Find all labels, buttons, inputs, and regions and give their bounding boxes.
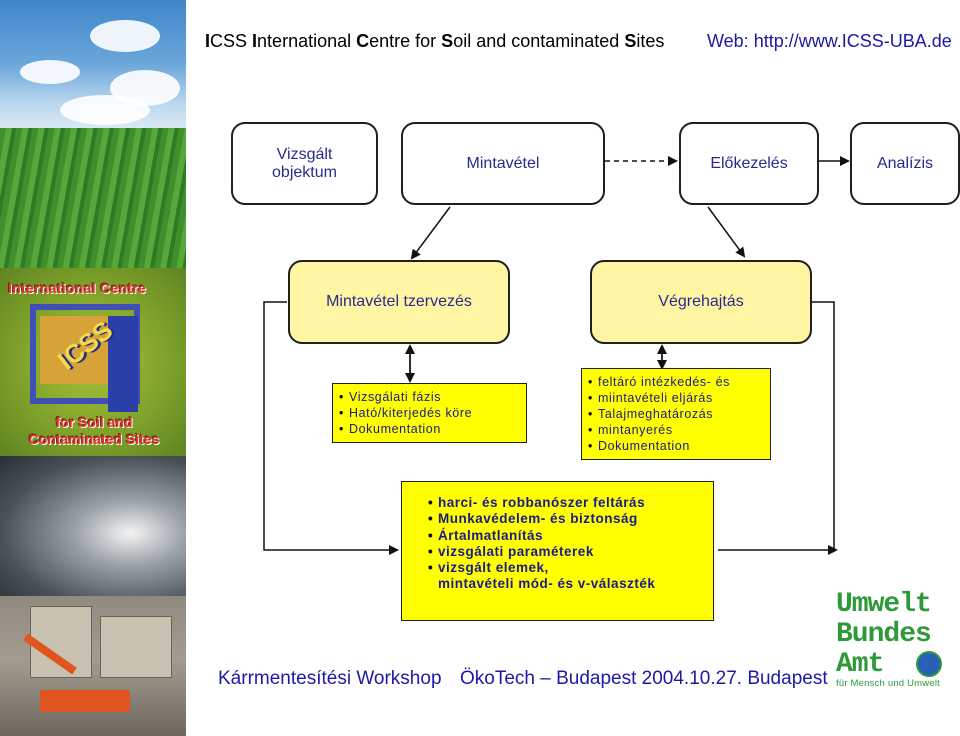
list-item: mintavételi mód- és v-választék — [438, 576, 656, 592]
phase-list: Vizsgálati fázisHató/kiterjedés köreDoku… — [337, 389, 522, 437]
logo-bottom-line1: for Soil and — [55, 414, 133, 430]
header-title-initial: S — [441, 31, 454, 51]
list-item: Talajmeghatározás — [586, 406, 766, 422]
list-item: Ható/kiterjedés köre — [337, 405, 522, 421]
logo-bottom-text: for Soil and Contaminated Sites — [4, 414, 184, 448]
footer-workshop: Kárrmentesítési Workshop — [218, 668, 442, 689]
execution-list: feltáró intézkedés- ésmiintavételi eljár… — [586, 374, 766, 454]
bottom-list: harci- és robbanószer feltárásMunkavédel… — [426, 495, 703, 593]
box-execution: Végrehajtás — [590, 260, 812, 344]
uba-logo: Umwelt Bundes Amt für Mensch und Umwelt — [836, 589, 954, 690]
box-object: Vizsgált objektum — [231, 122, 378, 205]
list-item: harci- és robbanószer feltárás — [426, 495, 703, 512]
header-title-text: entre for — [369, 31, 442, 51]
logo-bottom-line2: Contaminated Sites — [28, 431, 160, 447]
header-title-initial: C — [356, 31, 370, 51]
arrow-to-planning — [410, 206, 451, 260]
list-item: vizsgálati paraméterek — [426, 544, 703, 561]
header-title-initial: I — [205, 31, 211, 51]
left-image-strip — [0, 0, 186, 736]
uba-subtitle: für Mensch und Umwelt — [836, 678, 940, 689]
uba-line-2: Bundes — [836, 619, 932, 650]
field-photo — [0, 128, 186, 268]
right-loop-line — [718, 301, 835, 551]
header-title-text: ites — [636, 31, 665, 51]
header-title-initial: I — [252, 31, 258, 51]
execution-list-box: feltáró intézkedés- ésmiintavételi eljár… — [581, 368, 771, 460]
header-title-text: oil and contaminated — [453, 31, 625, 51]
list-item: Ártalmatlanítás — [426, 528, 703, 545]
box-analysis: Analízis — [850, 122, 960, 205]
list-item: Vizsgálati fázis — [337, 389, 522, 405]
arrow-left-loop — [263, 301, 399, 555]
uba-line-3: Amt — [836, 649, 884, 680]
list-item: vizsgált elemek, — [426, 560, 703, 577]
box-sampling: Mintavétel — [401, 122, 605, 205]
arrow-to-execution — [707, 206, 746, 258]
phase-list-box: Vizsgálati fázisHató/kiterjedés köreDoku… — [332, 383, 527, 443]
list-item: Dokumentation — [586, 438, 766, 454]
header-title: ICSS International Centre for Soil and c… — [205, 31, 664, 52]
list-item: mintanyerés — [586, 422, 766, 438]
logo-top-text: International Centre — [8, 280, 147, 296]
uba-line-1: Umwelt — [836, 589, 932, 620]
bottom-list-box: harci- és robbanószer feltárásMunkavédel… — [401, 481, 714, 621]
header-title-initial: S — [624, 31, 637, 51]
uba-emblem-icon — [916, 651, 942, 677]
list-item: miintavételi eljárás — [586, 390, 766, 406]
list-item: Dokumentation — [337, 421, 522, 437]
list-item: Munkavédelem- és biztonság — [426, 511, 703, 528]
logo-fill — [40, 316, 118, 384]
box-pretreatment: Előkezelés — [679, 122, 819, 205]
storm-photo — [0, 456, 186, 596]
sky-photo — [0, 0, 186, 140]
header-title-text: nternational — [257, 31, 357, 51]
header-title-text: CSS — [210, 31, 253, 51]
footer-event: ÖkoTech – Budapest 2004.10.27. Budapest — [460, 668, 828, 689]
logo-bar — [108, 316, 138, 412]
list-item: feltáró intézkedés- és — [586, 374, 766, 390]
box-planning: Mintavétel tzervezés — [288, 260, 510, 344]
excavator — [40, 690, 130, 712]
header-web-link[interactable]: Web: http://www.ICSS-UBA.de — [707, 31, 952, 51]
